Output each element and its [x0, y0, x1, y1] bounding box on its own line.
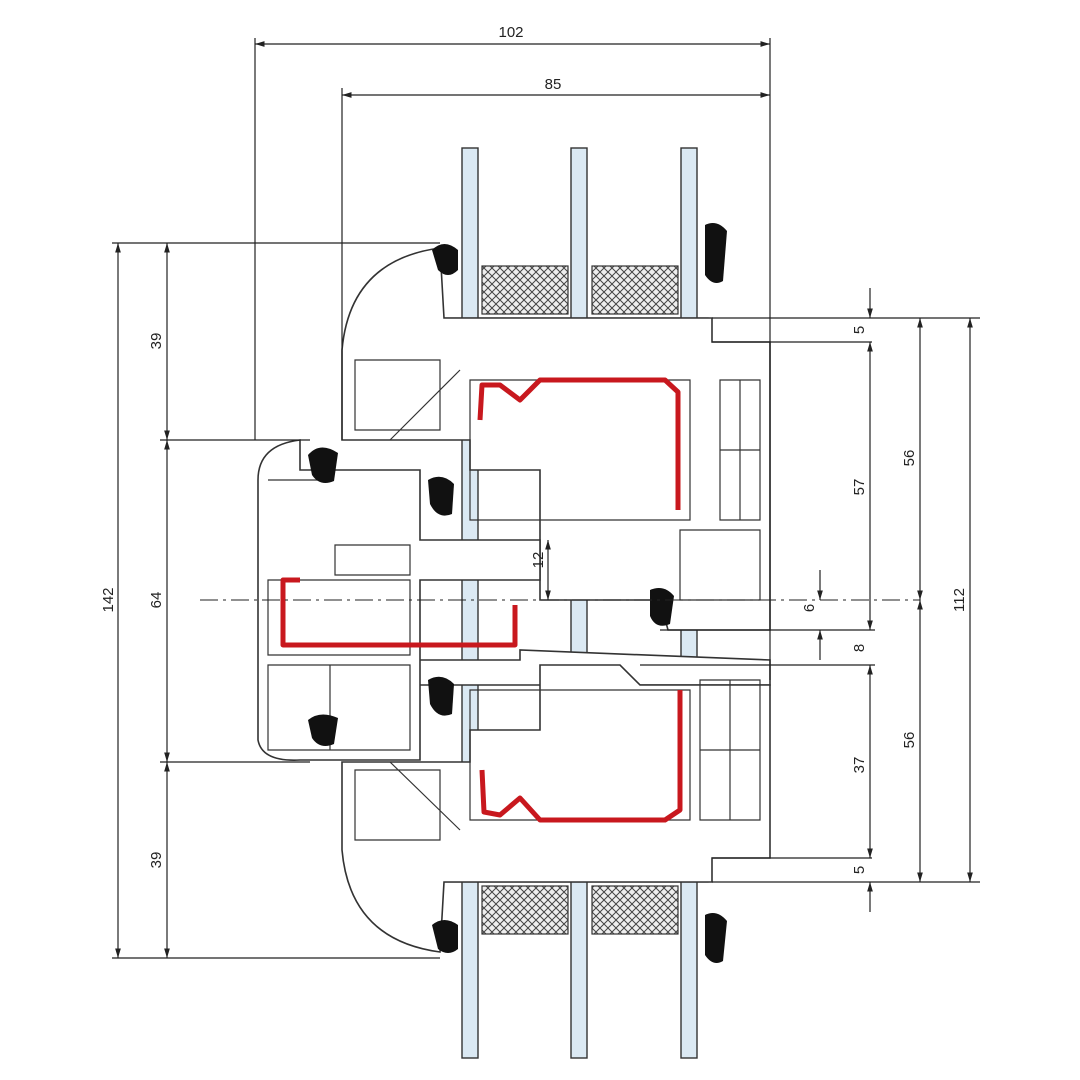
dimension-labels: 102 85 142 39 64 39 12 5 57 6 8 37 5 56 …: [100, 24, 968, 874]
reinforcement-upper: [477, 377, 681, 510]
dim-total-height: 142: [100, 587, 117, 612]
steel-reinforcement: [280, 377, 683, 823]
dim-upper-56: 56: [901, 450, 918, 467]
spacer-seal-bottom-2: [591, 885, 679, 935]
frame-profile: [257, 439, 771, 761]
spacer-seal-top-2: [591, 265, 679, 315]
dim-glass-offset: 12: [530, 552, 547, 569]
reinforcement-lower: [479, 690, 683, 823]
glass-pane-outer: [461, 147, 479, 1059]
dimension-lines: [112, 38, 980, 959]
reinforcement-frame: [280, 577, 518, 648]
lower-sash-profile: [341, 664, 771, 953]
dim-lower-sash: 37: [851, 757, 868, 774]
dim-top-rebate: 5: [851, 326, 868, 334]
spacer-seal-top-1: [481, 265, 569, 315]
glass-pane-middle: [570, 147, 588, 1059]
dim-lower-frame: 39: [148, 852, 165, 869]
dim-middle: 64: [148, 592, 165, 609]
dim-overlap: 6: [801, 604, 818, 612]
gaskets: [308, 223, 727, 963]
dim-upper-sash: 57: [851, 479, 868, 496]
spacer-seal-bottom-1: [481, 885, 569, 935]
dim-gap: 8: [851, 644, 868, 652]
dim-upper-frame: 39: [148, 333, 165, 350]
dim-bottom-rebate: 5: [851, 866, 868, 874]
dim-sash-depth: 85: [545, 76, 562, 93]
dim-lower-56: 56: [901, 732, 918, 749]
dim-overall-depth: 102: [498, 24, 523, 41]
dim-total-112: 112: [951, 588, 968, 612]
